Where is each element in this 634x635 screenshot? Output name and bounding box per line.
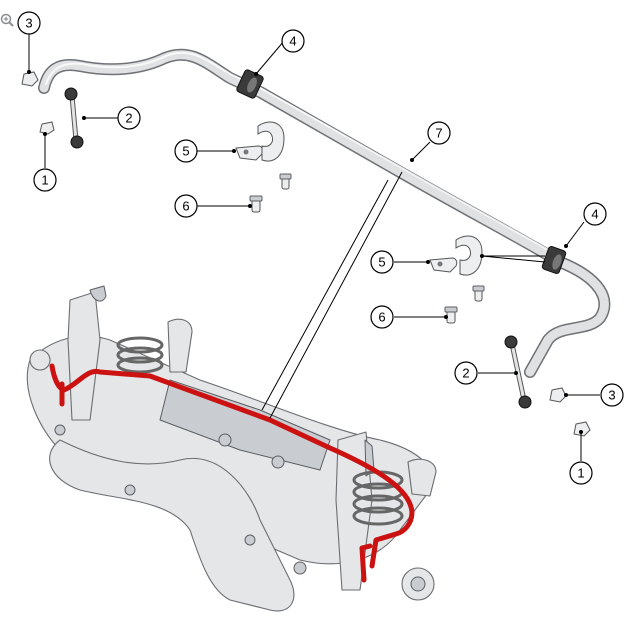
callout-6-upper[interactable]: 6 [174,194,198,218]
rear-subframe-assembly [26,285,437,612]
callout-2-top-left[interactable]: 2 [117,106,141,130]
svg-text:5: 5 [182,144,189,159]
stabilizer-link-right [504,335,532,409]
callout-2-right[interactable]: 2 [454,361,478,385]
bracket-lower [429,235,483,276]
nut-top-left-3 [21,71,39,87]
bracket-upper [235,121,285,162]
bolt-lower-left [444,306,458,324]
installed-stabilizer-bar-highlight [49,363,415,583]
svg-text:3: 3 [25,16,32,31]
svg-text:4: 4 [289,34,296,49]
nut-top-left-1 [39,121,55,135]
bushing-upper [236,69,264,99]
svg-text:6: 6 [182,199,189,214]
svg-text:1: 1 [41,173,48,188]
svg-text:6: 6 [378,310,385,325]
stabilizer-bar [38,48,611,378]
callout-7[interactable]: 7 [427,121,451,145]
bolt-upper-left [249,195,263,213]
stabilizer-link-left [64,87,84,149]
callout-1-right[interactable]: 1 [569,461,593,485]
bushing-lower [541,245,567,275]
leader-lines [27,34,600,461]
svg-text:7: 7 [435,126,442,141]
svg-text:2: 2 [125,111,132,126]
svg-text:3: 3 [608,388,615,403]
zoom-in-icon[interactable] [0,13,14,27]
callout-4-top[interactable]: 4 [281,29,305,53]
callout-3-right[interactable]: 3 [600,383,624,407]
callout-4-right[interactable]: 4 [583,202,607,226]
callout-5-upper[interactable]: 5 [174,139,198,163]
callout-5-lower[interactable]: 5 [370,250,394,274]
callout-6-lower[interactable]: 6 [370,305,394,329]
nut-right-3 [549,387,567,403]
callout-1-top-left[interactable]: 1 [33,168,57,192]
callout-3-top-left[interactable]: 3 [17,11,41,35]
svg-text:5: 5 [378,255,385,270]
svg-text:4: 4 [591,207,598,222]
svg-text:2: 2 [462,366,469,381]
bolt-upper-right [279,173,292,190]
svg-text:1: 1 [577,466,584,481]
nut-right-1 [573,421,591,437]
bolt-lower-right [472,285,485,302]
